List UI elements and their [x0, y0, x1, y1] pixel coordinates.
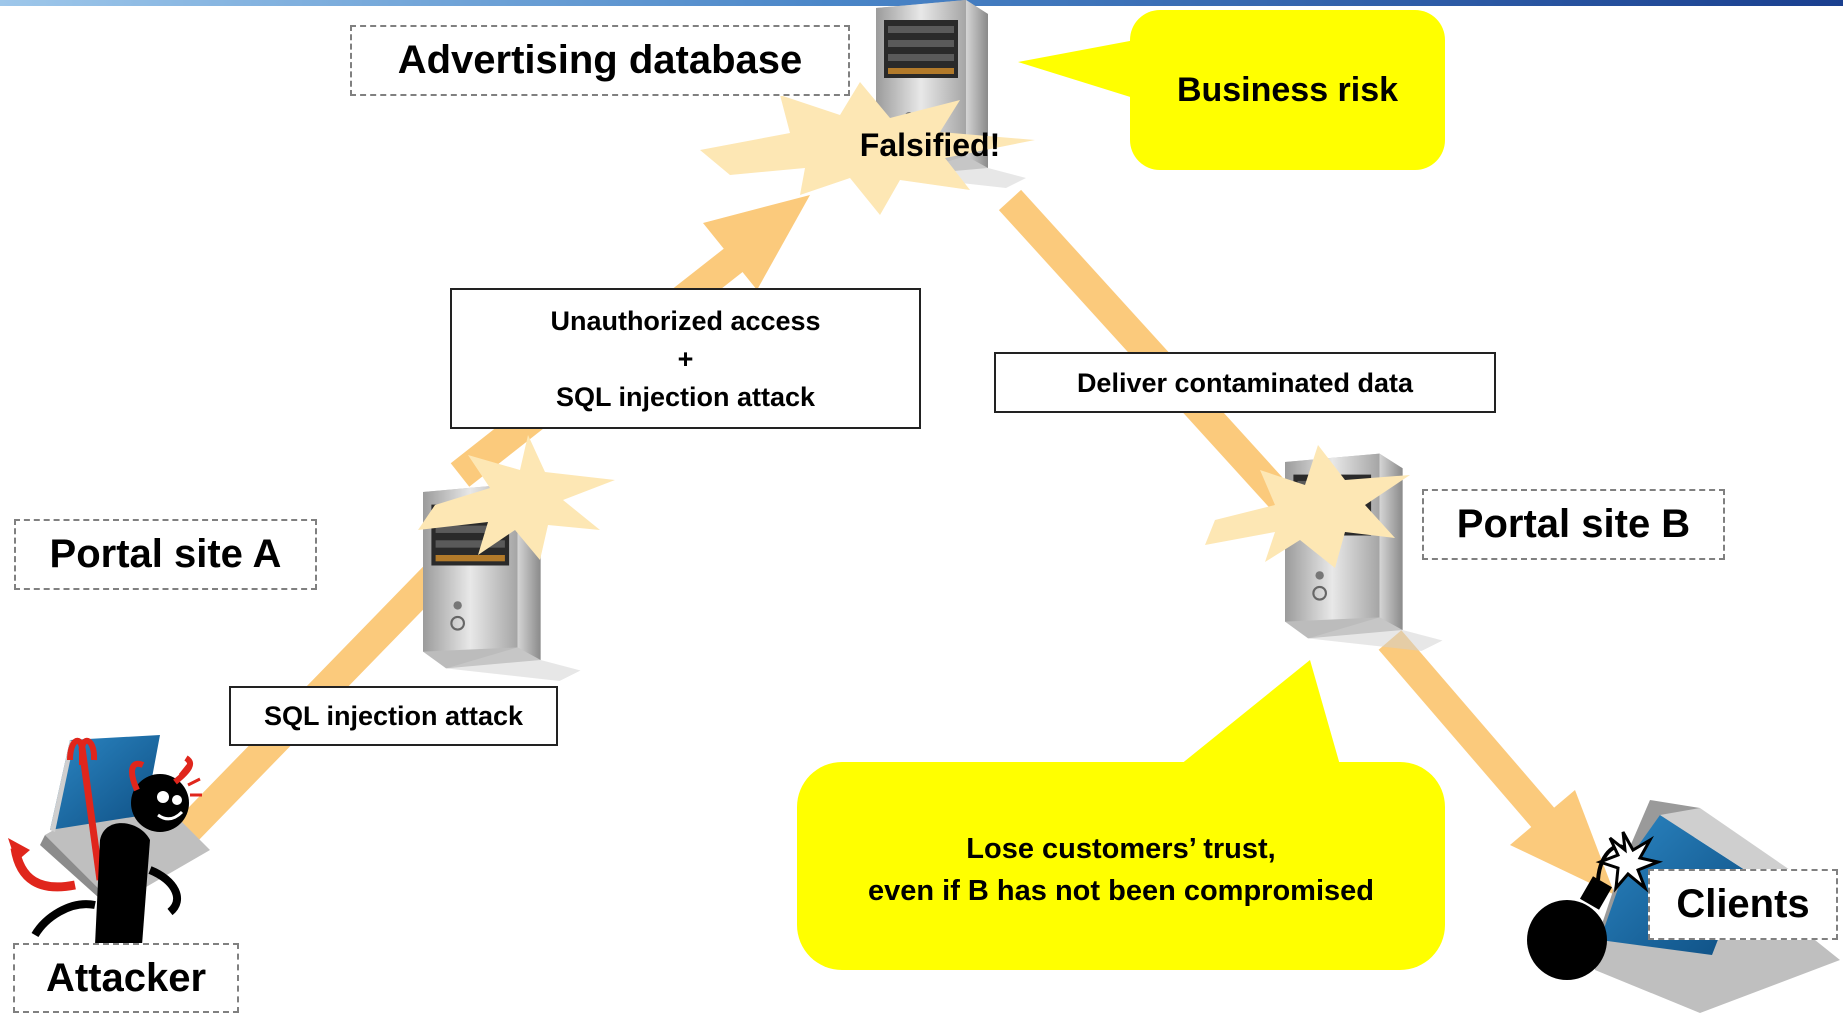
attacker-label: Attacker [13, 943, 239, 1013]
business-risk-callout [1018, 10, 1445, 170]
explosion-icon [1205, 445, 1410, 568]
unauthorized-access-box: Unauthorized access + SQL injection atta… [450, 288, 921, 429]
sql-injection-box: SQL injection attack [229, 686, 558, 746]
top-accent-bar [0, 0, 1843, 6]
deliver-contaminated-data-box: Deliver contaminated data [994, 352, 1496, 413]
portal-site-b-label: Portal site B [1422, 489, 1725, 560]
clients-label: Clients [1648, 869, 1838, 940]
lose-trust-text: Lose customers’ trust, even if B has not… [797, 820, 1445, 920]
arrow-portal-b-to-clients [1378, 630, 1615, 895]
lose-trust-line-1: Lose customers’ trust, [966, 833, 1276, 865]
business-risk-text: Business risk [1176, 70, 1399, 109]
advertising-database-label: Advertising database [350, 25, 850, 96]
unauthorized-line-2: + [677, 343, 694, 374]
unauthorized-line-3: SQL injection attack [555, 381, 816, 412]
lose-trust-line-2: even if B has not been compromised [868, 875, 1374, 907]
portal-site-a-label: Portal site A [14, 519, 317, 590]
unauthorized-line-1: Unauthorized access [550, 305, 821, 336]
lose-trust-callout [797, 660, 1445, 970]
bomb-icon [1527, 831, 1664, 980]
explosion-icon [700, 82, 1035, 215]
falsified-label: Falsified! [859, 126, 1001, 163]
explosion-icon [418, 435, 615, 560]
